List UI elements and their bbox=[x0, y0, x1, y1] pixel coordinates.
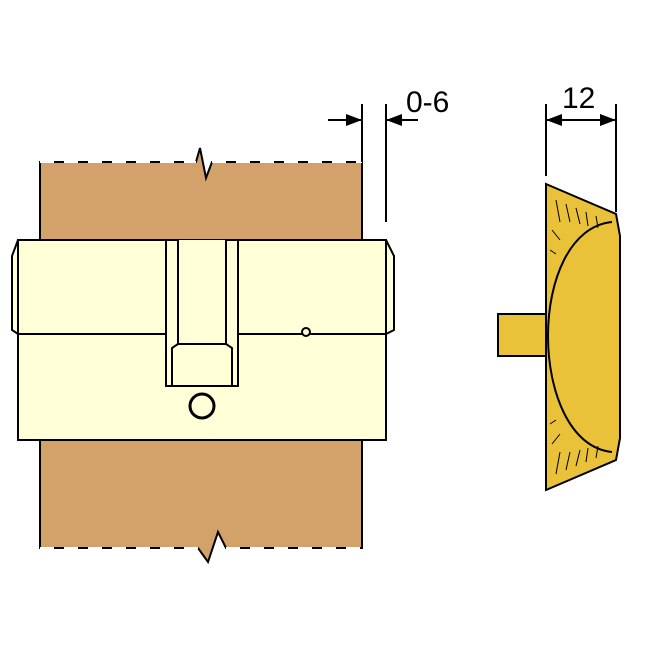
rosette-face-arc bbox=[546, 221, 613, 453]
screw-hole bbox=[188, 392, 216, 420]
door-lower bbox=[39, 439, 363, 565]
lock-cylinder bbox=[11, 239, 395, 441]
rosette-depth-label: 12 bbox=[562, 82, 595, 115]
gap-label: 0-6 bbox=[406, 86, 449, 119]
rosette bbox=[497, 182, 621, 492]
cam bbox=[171, 240, 233, 387]
rosette-body bbox=[545, 182, 621, 492]
pin-dot bbox=[301, 327, 311, 337]
rosette-hatching bbox=[549, 199, 599, 475]
gap-dimension: 0-6 bbox=[328, 86, 449, 222]
rosette-spindle bbox=[497, 313, 547, 357]
cylinder-right-cap bbox=[385, 239, 395, 336]
rosette-depth-dimension: 12 bbox=[545, 82, 617, 212]
door-section bbox=[39, 147, 363, 565]
